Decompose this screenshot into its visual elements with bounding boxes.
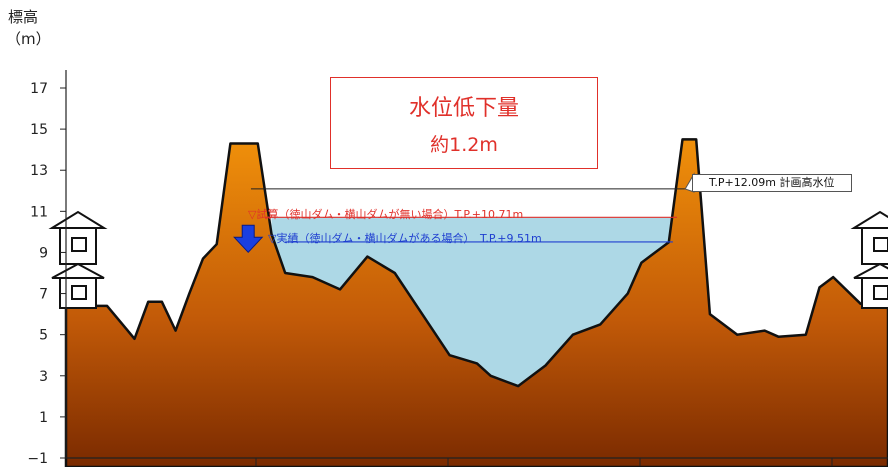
- y-axis-label: 標高: [8, 8, 39, 26]
- y-tick-label: 9: [39, 245, 48, 261]
- house-roof: [853, 262, 888, 279]
- house-roof: [850, 210, 888, 229]
- y-tick-label: 3: [39, 369, 48, 385]
- y-tick-label: 7: [39, 287, 48, 303]
- house-roof: [48, 210, 108, 229]
- house-roof: [51, 262, 105, 279]
- right-house: [850, 210, 888, 309]
- y-tick-label: 15: [30, 122, 48, 138]
- left-house: [48, 210, 108, 309]
- down-arrow-icon: [233, 224, 264, 254]
- callout-value: 約1.2m: [430, 134, 498, 156]
- y-tick-label: −1: [27, 451, 48, 467]
- y-tick-label: 11: [30, 204, 48, 220]
- house-window: [873, 237, 888, 252]
- y-axis-unit: （m）: [6, 30, 51, 48]
- house-window: [71, 237, 87, 252]
- y-tick-label: 13: [30, 163, 48, 179]
- ground-profile: [64, 138, 888, 467]
- y-tick-label: 1: [39, 410, 48, 426]
- y-tick-label: 17: [30, 81, 48, 97]
- callout-title: 水位低下量: [408, 96, 519, 121]
- y-tick-label: 5: [39, 328, 48, 344]
- house-window: [873, 285, 888, 300]
- water-reduction-callout: 水位低下量 約1.2m: [330, 77, 598, 169]
- actual-level-label: ▽実績（徳山ダム・横山ダムがある場合） T.P.+9.51m: [268, 232, 542, 245]
- plan-water-level-label: T.P+12.09m 計画高水位: [692, 174, 852, 192]
- house-window: [71, 285, 87, 300]
- estimated-level-label: ▽試算（徳山ダム・横山ダムが無い場合）T.P.+10.71m: [248, 208, 524, 221]
